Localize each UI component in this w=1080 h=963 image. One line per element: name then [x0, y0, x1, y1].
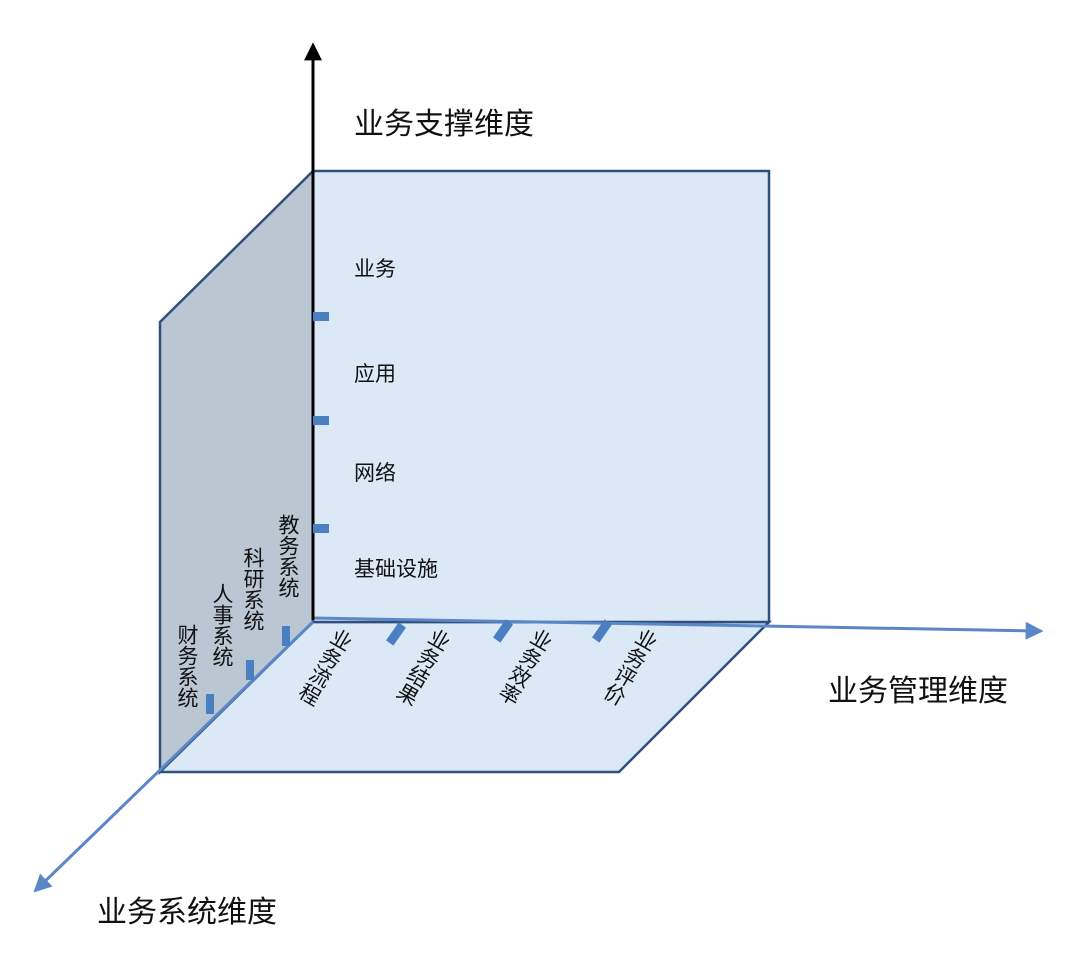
system-item-label: 人事系统 [210, 583, 234, 667]
system-axis-tick [246, 660, 254, 680]
support-axis-tick [313, 524, 329, 533]
support-level-label: 基础设施 [354, 557, 438, 581]
management-axis-tick [386, 622, 406, 646]
support-axis-tick [313, 312, 329, 321]
system-item-label: 财务系统 [175, 624, 199, 708]
management-axis [312, 616, 1044, 640]
support-level-label: 网络 [354, 461, 396, 485]
support-axis-title: 业务支撑维度 [354, 107, 534, 142]
system-item-label: 教务系统 [276, 514, 300, 598]
system-item-label: 科研系统 [241, 547, 265, 631]
management-axis-title: 业务管理维度 [828, 674, 1008, 709]
support-axis-tick [313, 416, 329, 425]
back-panel [311, 169, 771, 624]
management-axis-tick [592, 619, 612, 643]
management-axis-tick [493, 619, 513, 643]
support-level-label: 应用 [354, 362, 396, 386]
system-axis-title: 业务系统维度 [97, 895, 277, 930]
system-axis-tick [282, 626, 290, 646]
system-axis [33, 620, 315, 893]
system-axis-tick [206, 694, 214, 714]
support-level-label: 业务 [354, 257, 396, 281]
